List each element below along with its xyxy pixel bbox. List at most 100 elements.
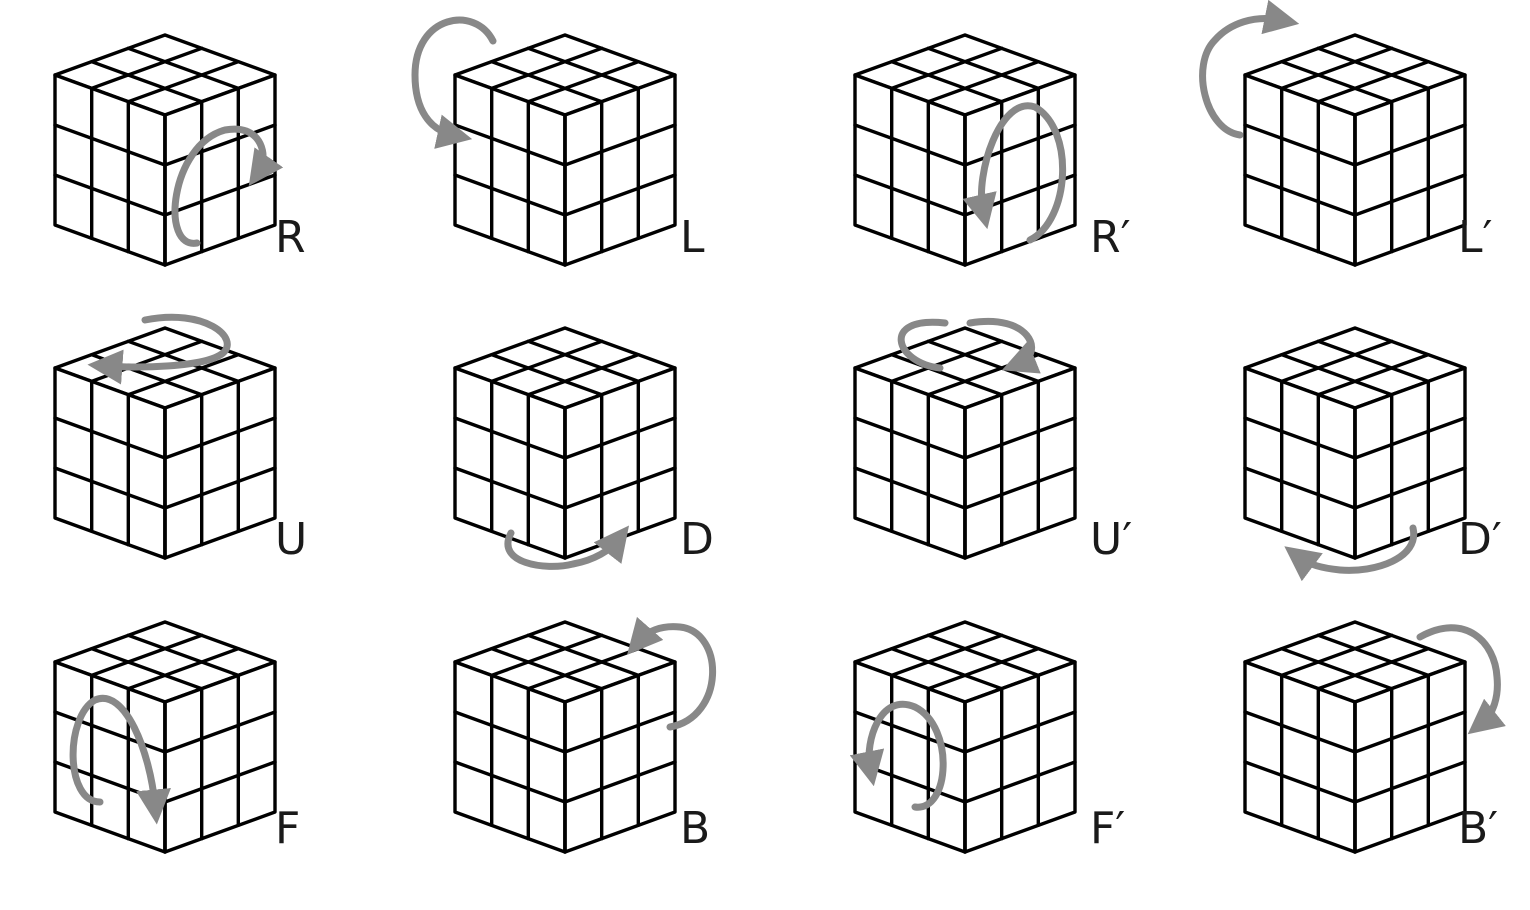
top-grid-line	[1280, 647, 1394, 691]
right-grid-line	[563, 710, 677, 754]
left-grid-line	[53, 710, 167, 754]
right-grid-line	[563, 123, 677, 167]
top-grid-line	[926, 633, 1041, 677]
move-cell-u-prime: U′	[853, 317, 1132, 565]
right-grid-line	[1353, 466, 1467, 510]
move-label: B′	[1458, 803, 1498, 854]
left-grid-line	[853, 123, 967, 167]
move-label: L′	[1458, 212, 1493, 263]
cube	[411, 16, 677, 267]
right-grid-line	[163, 123, 277, 167]
move-cell-l-prime: L′	[1199, 0, 1493, 267]
top-grid-line	[926, 647, 1041, 691]
top-grid-line	[490, 647, 604, 691]
clockwise-arrow-icon	[411, 16, 497, 149]
cube	[53, 313, 277, 560]
cube	[453, 616, 716, 854]
counterclockwise-arrow-icon	[849, 700, 947, 811]
cube	[853, 317, 1077, 560]
top-grid-line	[126, 60, 241, 104]
top-grid-line	[90, 46, 204, 90]
counterclockwise-arrow-icon	[962, 102, 1066, 244]
right-grid-line	[163, 760, 277, 804]
top-grid-line	[890, 633, 1004, 677]
left-grid-line	[853, 173, 967, 217]
cube	[53, 33, 284, 267]
right-grid-line	[1353, 123, 1467, 167]
top-grid-line	[526, 46, 641, 90]
top-grid-line	[126, 633, 241, 677]
left-grid-line	[853, 416, 967, 460]
move-cell-d-prime: D′	[1243, 326, 1502, 582]
left-grid-line	[1243, 173, 1357, 217]
right-grid-line	[1353, 416, 1467, 460]
move-cell-f-prime: F′	[849, 620, 1125, 854]
counterclockwise-arrow-icon	[897, 317, 1031, 368]
top-grid-line	[1280, 60, 1394, 104]
clockwise-arrow-icon	[504, 525, 630, 570]
left-grid-line	[453, 416, 567, 460]
left-grid-line	[1243, 416, 1357, 460]
top-grid-line	[526, 60, 641, 104]
top-grid-line	[1316, 46, 1431, 90]
cube	[53, 620, 277, 854]
top-grid-line	[90, 647, 204, 691]
left-grid-line	[1243, 466, 1357, 510]
counterclockwise-arrow-icon	[1199, 0, 1300, 139]
left-grid-line	[853, 710, 967, 754]
cube	[849, 620, 1077, 854]
right-grid-line	[963, 466, 1077, 510]
cube	[453, 326, 677, 570]
top-grid-line	[1280, 633, 1394, 677]
top-grid-line	[126, 353, 241, 397]
right-grid-line	[563, 466, 677, 510]
top-grid-line	[890, 647, 1004, 691]
left-grid-line	[453, 123, 567, 167]
move-label: F	[275, 803, 300, 854]
move-label: U′	[1090, 514, 1132, 565]
move-cell-b-prime: B′	[1243, 620, 1506, 854]
right-grid-line	[563, 760, 677, 804]
right-grid-line	[563, 173, 677, 217]
top-grid-line	[1316, 339, 1431, 383]
move-label: D	[680, 514, 714, 565]
top-grid-line	[1280, 339, 1394, 383]
top-grid-line	[1280, 46, 1394, 90]
right-grid-line	[163, 416, 277, 460]
top-grid-line	[90, 633, 204, 677]
top-grid-line	[926, 46, 1041, 90]
top-grid-line	[526, 353, 641, 397]
counterclockwise-arrow-icon	[1284, 524, 1418, 582]
cube	[1243, 620, 1506, 854]
move-cell-f: F	[53, 620, 300, 854]
left-grid-line	[1243, 710, 1357, 754]
left-grid-line	[53, 173, 167, 217]
top-grid-line	[490, 353, 604, 397]
move-cell-r-prime: R′	[853, 33, 1131, 267]
cube	[1199, 0, 1467, 267]
top-grid-line	[926, 60, 1041, 104]
top-grid-line	[890, 353, 1004, 397]
move-cell-l: L	[411, 16, 705, 267]
right-grid-line	[563, 416, 677, 460]
move-cell-u: U	[53, 313, 307, 565]
top-grid-line	[90, 60, 204, 104]
top-grid-line	[890, 339, 1004, 383]
clockwise-arrow-icon	[627, 616, 716, 731]
right-grid-line	[163, 710, 277, 754]
left-grid-line	[53, 416, 167, 460]
top-grid-line	[1316, 633, 1431, 677]
left-grid-line	[53, 123, 167, 167]
top-grid-line	[526, 633, 641, 677]
left-grid-line	[1243, 123, 1357, 167]
clockwise-arrow-icon	[69, 694, 171, 825]
right-grid-line	[1353, 710, 1467, 754]
left-grid-line	[453, 710, 567, 754]
top-grid-line	[890, 46, 1004, 90]
move-label: R′	[1090, 212, 1131, 263]
top-grid-line	[1280, 353, 1394, 397]
clockwise-arrow-icon	[87, 313, 231, 385]
top-grid-line	[526, 647, 641, 691]
move-label: D′	[1458, 514, 1502, 565]
right-grid-line	[963, 416, 1077, 460]
